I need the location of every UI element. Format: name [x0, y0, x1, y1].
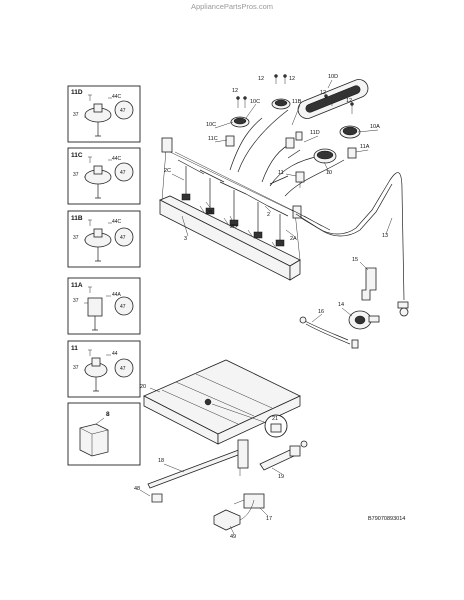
- panel-11b[interactable]: 11B 44C 37 47: [67, 210, 141, 268]
- callout-49: 49: [230, 534, 236, 540]
- panel-11-cap: 47: [120, 366, 126, 372]
- spark-module: [79, 423, 109, 457]
- callout-10d: 10D: [328, 74, 338, 80]
- callout-12: 12: [346, 98, 352, 104]
- orifice-21[interactable]: [264, 414, 288, 438]
- screws-12[interactable]: [236, 74, 354, 115]
- callout-18: 18: [158, 458, 164, 464]
- gas-tube-16[interactable]: [299, 316, 359, 349]
- callout-3: 3: [184, 236, 187, 242]
- callout-2d: 2D: [230, 224, 237, 230]
- callout-17: 17: [266, 516, 272, 522]
- callout-11c: 11C: [208, 136, 218, 142]
- callout-48: 48: [134, 486, 140, 492]
- orifice-11c[interactable]: [225, 135, 235, 147]
- knob-cap: [114, 100, 134, 120]
- orifice-11[interactable]: [295, 171, 305, 188]
- diagram-code: B79070893014: [368, 516, 405, 522]
- callout-16: 16: [318, 309, 324, 315]
- sensor-49[interactable]: [213, 499, 255, 531]
- callout-2c: 2C: [164, 168, 171, 174]
- panel-11d-mark: 44C: [112, 94, 122, 100]
- panel-11d-screw: 37: [73, 112, 79, 118]
- callout-12: 12: [258, 76, 264, 82]
- panel-11a[interactable]: 11A 44A 37 47: [67, 277, 141, 335]
- burner-10c-left[interactable]: [230, 116, 250, 128]
- manifold-bracket[interactable]: [159, 137, 302, 281]
- gas-line-13[interactable]: [291, 209, 331, 231]
- switch-17[interactable]: [233, 493, 265, 509]
- callout-15: 15: [352, 257, 358, 263]
- orifice-11b[interactable]: [285, 131, 303, 149]
- callout-21: 21: [272, 416, 278, 422]
- burner-10a[interactable]: [339, 125, 361, 139]
- callouts: 12 12 12 12 12 10D 10C 10C 11B 10A 11C 1…: [134, 74, 393, 540]
- panel-11c-cap: 47: [120, 170, 126, 176]
- burner-10c-right[interactable]: [271, 98, 291, 110]
- panel-11a-mark: 44A: [112, 292, 122, 298]
- callout-20: 20: [140, 384, 146, 390]
- burner-10d[interactable]: [295, 77, 370, 121]
- panel-11b-screw: 37: [73, 235, 79, 241]
- panel-11a-cap: 47: [120, 304, 126, 310]
- panel-11d[interactable]: 11D 44C 37 47: [67, 85, 141, 143]
- callout-2: 2: [267, 212, 270, 218]
- callout-10c: 10C: [206, 122, 216, 128]
- manifold-valves[interactable]: [177, 159, 289, 249]
- burner-20[interactable]: [143, 359, 301, 445]
- panel-11b-cap: 47: [120, 235, 126, 241]
- panel-11a-screw: 37: [73, 298, 79, 304]
- panel-11c-mark: 44C: [112, 156, 122, 162]
- panel-11c-screw: 37: [73, 172, 79, 178]
- callout-12: 12: [320, 90, 326, 96]
- panel-8-title: 8: [106, 411, 110, 418]
- panel-11b-title: 11B: [71, 215, 83, 222]
- callout-12: 12: [232, 88, 238, 94]
- panel-11-screw: 37: [73, 365, 79, 371]
- callout-13: 13: [382, 233, 388, 239]
- callout-12: 12: [289, 76, 295, 82]
- valve-body: [87, 297, 103, 317]
- panel-8[interactable]: 8: [67, 402, 141, 466]
- panel-11a-title: 11A: [71, 282, 83, 289]
- panel-11c-title: 11C: [71, 152, 83, 159]
- callout-11d: 11D: [310, 130, 320, 136]
- panel-11-title: 11: [71, 345, 78, 352]
- regulator-14[interactable]: [348, 310, 380, 330]
- callout-14: 14: [338, 302, 344, 308]
- panel-11-mark: 44: [112, 351, 118, 357]
- panel-11c[interactable]: 11C 44C 37 47: [67, 147, 141, 205]
- panel-11b-mark: 44C: [112, 219, 122, 225]
- callout-2a: 2A: [290, 236, 297, 242]
- burner-10[interactable]: [313, 148, 337, 164]
- panel-11[interactable]: 11 44 37 47: [67, 340, 141, 398]
- panel-11d-cap: 47: [120, 108, 126, 114]
- tube-18[interactable]: [147, 439, 249, 489]
- callout-19: 19: [278, 474, 284, 480]
- bracket-15[interactable]: [359, 261, 377, 301]
- callout-11: 11: [278, 170, 284, 176]
- burner-tubes[interactable]: [229, 109, 409, 317]
- orifice-11a[interactable]: [347, 147, 357, 159]
- callout-2b: 2B: [206, 210, 213, 216]
- watermark: AppliancePartsPros.com: [190, 2, 274, 11]
- callout-11b: 11B: [292, 99, 302, 105]
- igniter-19[interactable]: [259, 440, 308, 471]
- callout-10c: 10C: [250, 99, 260, 105]
- callout-11a: 11A: [360, 144, 370, 150]
- panel-11d-title: 11D: [71, 89, 83, 96]
- callout-10: 10: [326, 170, 332, 176]
- callout-10a: 10A: [370, 124, 380, 130]
- clip-48[interactable]: [151, 493, 163, 503]
